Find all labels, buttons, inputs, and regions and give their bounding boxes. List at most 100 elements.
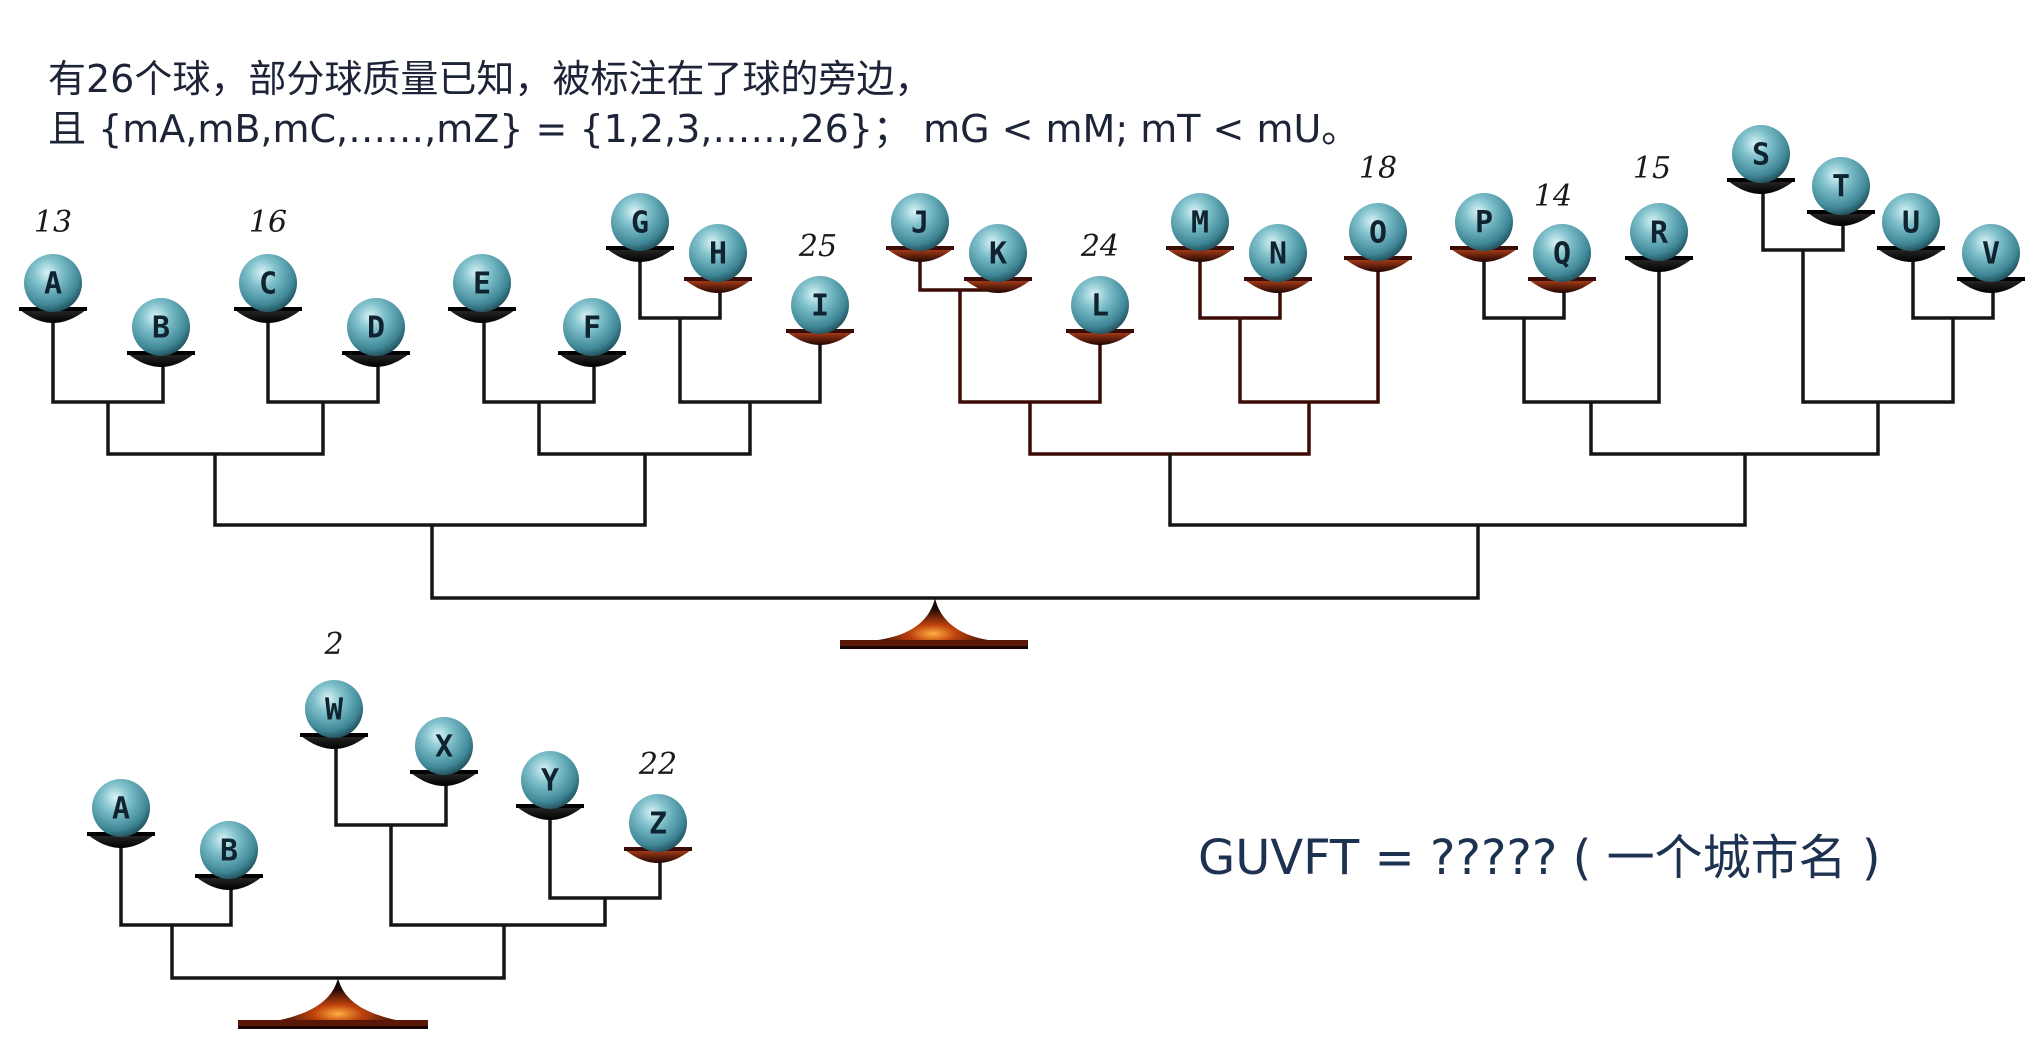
ball-o: O xyxy=(1344,203,1412,272)
ball-g: G xyxy=(606,193,674,262)
ball-circle-c xyxy=(239,254,297,312)
ball-q: Q xyxy=(1528,224,1596,293)
ball-s: S xyxy=(1727,125,1795,194)
ball-t: T xyxy=(1807,157,1875,226)
pan-t xyxy=(1807,212,1875,226)
pan-z xyxy=(624,849,692,863)
ball-u: U xyxy=(1877,193,1945,262)
pan-k xyxy=(964,279,1032,293)
rod-abcd xyxy=(106,402,325,456)
ball-letter-r: R xyxy=(1650,216,1669,251)
ball-e: E xyxy=(448,254,516,323)
ball-letter-g: G xyxy=(631,206,649,241)
pan-b2 xyxy=(195,876,263,890)
rod-bottom-beam xyxy=(170,925,506,980)
ball-circle-g xyxy=(611,193,669,251)
pan-a2 xyxy=(87,834,155,848)
bottom-balance-base xyxy=(238,978,428,1029)
puzzle-intro-line-2: 且 {mA,mB,mC,……,mZ} = {1,2,3,……,26}； mG <… xyxy=(48,107,1360,151)
mass-label-l: 24 xyxy=(1080,229,1119,264)
ball-circle-p xyxy=(1455,193,1513,251)
pan-h xyxy=(684,279,752,293)
ball-circle-q xyxy=(1533,224,1591,282)
ball-i: I xyxy=(786,276,854,345)
ball-letter-e: E xyxy=(473,267,491,302)
pan-f xyxy=(558,353,626,367)
ball-a: A xyxy=(19,254,87,323)
pan-j xyxy=(886,248,954,262)
ball-b2: B xyxy=(195,821,263,890)
ball-letter-k: K xyxy=(989,237,1007,272)
ball-circle-w xyxy=(305,680,363,738)
pan-w xyxy=(300,735,368,749)
mass-label-q: 14 xyxy=(1534,179,1572,214)
ball-x: X xyxy=(410,717,478,786)
pan-v xyxy=(1957,279,2025,293)
ball-circle-k xyxy=(969,224,1027,282)
ball-letter-z: Z xyxy=(649,807,667,842)
rod-right-half xyxy=(1168,454,1747,527)
ball-letter-x: X xyxy=(435,730,453,765)
mass-label-c: 16 xyxy=(249,205,287,240)
ball-circle-l xyxy=(1071,276,1129,334)
ball-circle-d xyxy=(347,298,405,356)
ball-letter-u: U xyxy=(1902,206,1920,241)
ball-circle-h xyxy=(689,224,747,282)
pan-c xyxy=(234,309,302,323)
ball-circle-i xyxy=(791,276,849,334)
puzzle-intro-line-1: 有26个球，部分球质量已知，被标注在了球的旁边， xyxy=(48,57,933,101)
pan-d xyxy=(342,353,410,367)
ball-circle-f xyxy=(563,298,621,356)
ball-c: C xyxy=(234,254,302,323)
mass-label-a: 13 xyxy=(34,205,72,240)
mass-label-r: 15 xyxy=(1633,151,1671,186)
rod-jklmno xyxy=(1028,402,1311,456)
pan-i xyxy=(786,331,854,345)
ball-circle-j xyxy=(891,193,949,251)
rod-pqrstuv xyxy=(1589,402,1880,456)
mass-label-w: 2 xyxy=(323,627,343,662)
ball-v: V xyxy=(1957,224,2025,293)
ball-k: K xyxy=(964,224,1032,293)
ball-z: Z xyxy=(624,794,692,863)
ball-circle-s xyxy=(1732,125,1790,183)
ball-letter-w: W xyxy=(325,693,344,728)
ball-circle-t xyxy=(1812,157,1870,215)
ball-h: H xyxy=(684,224,752,293)
ball-circle-b2 xyxy=(200,821,258,879)
ball-circle-o xyxy=(1349,203,1407,261)
pan-p xyxy=(1450,248,1518,262)
ball-circle-b xyxy=(132,298,190,356)
top-balance-base xyxy=(840,598,1028,649)
ball-letter-i: I xyxy=(811,289,829,324)
ball-circle-y xyxy=(521,751,579,809)
pan-n xyxy=(1244,279,1312,293)
pan-e xyxy=(448,309,516,323)
ball-letter-s: S xyxy=(1752,138,1770,173)
ball-letter-h: H xyxy=(709,237,727,272)
ball-letter-q: Q xyxy=(1553,237,1571,272)
ball-j: J xyxy=(886,193,954,262)
ball-circle-a xyxy=(24,254,82,312)
pan-o xyxy=(1344,258,1412,272)
rod-main-beam xyxy=(430,525,1480,600)
ball-w: W xyxy=(300,680,368,749)
pan-q xyxy=(1528,279,1596,293)
pan-m xyxy=(1166,248,1234,262)
ball-circle-m xyxy=(1171,193,1229,251)
ball-letter-l: L xyxy=(1091,289,1109,324)
mass-label-i: 25 xyxy=(798,229,837,264)
ball-letter-y: Y xyxy=(541,764,559,799)
ball-letter-c: C xyxy=(259,267,277,302)
ball-letter-d: D xyxy=(367,311,385,346)
puzzle-question: GUVFT = ????? ( 一个城市名 ) xyxy=(1198,830,1881,886)
ball-circle-r xyxy=(1630,203,1688,261)
ball-m: M xyxy=(1166,193,1234,262)
ball-f: F xyxy=(558,298,626,367)
ball-circle-a2 xyxy=(92,779,150,837)
ball-letter-a: A xyxy=(44,267,62,302)
mass-label-z: 22 xyxy=(638,747,677,782)
ball-circle-x xyxy=(415,717,473,775)
pan-g xyxy=(606,248,674,262)
